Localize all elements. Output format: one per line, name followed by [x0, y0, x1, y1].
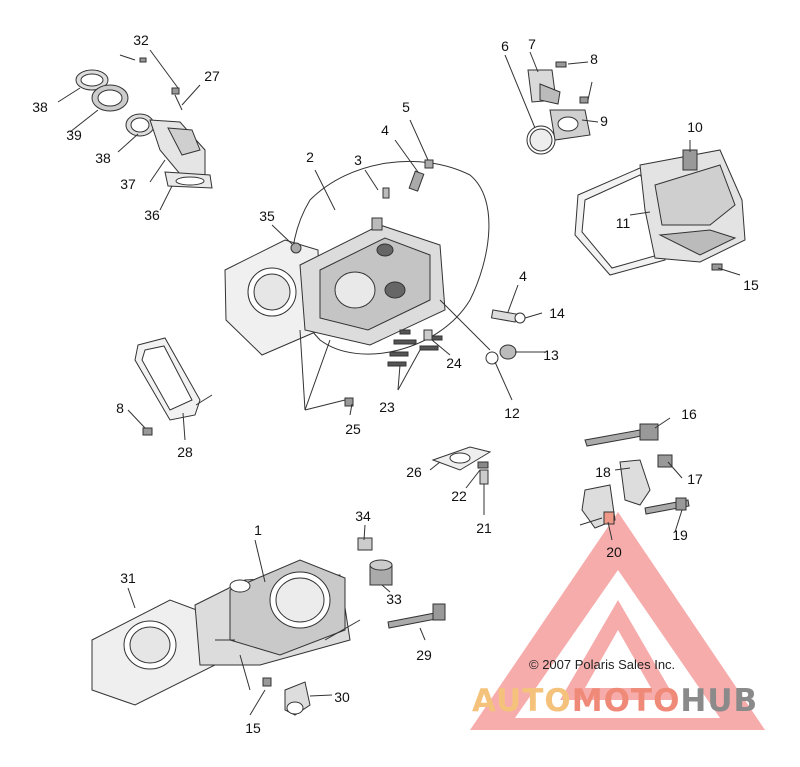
callout-35: 35	[259, 208, 275, 224]
exhaust-gasket-assembly	[429, 446, 492, 515]
callout-15: 15	[245, 720, 261, 736]
callout-27: 27	[204, 68, 220, 84]
callout-37: 37	[120, 176, 136, 192]
side-gasket-assembly	[127, 337, 213, 441]
cylinder-assembly	[91, 524, 446, 716]
callout-9: 9	[600, 113, 608, 129]
callout-39: 39	[66, 127, 82, 143]
callout-1: 1	[254, 522, 262, 538]
callout-8: 8	[116, 400, 124, 416]
watermark-hub: HUB	[680, 683, 759, 719]
cylinder-head-assembly	[224, 119, 545, 416]
callout-25: 25	[345, 421, 361, 437]
callout-38: 38	[32, 99, 48, 115]
callout-32: 32	[133, 32, 149, 48]
watermark-triangle-logo	[470, 512, 765, 730]
copyright-notice: © 2007 Polaris Sales Inc.	[529, 657, 676, 672]
callout-26: 26	[406, 464, 422, 480]
thermostat-housing-assembly	[504, 51, 599, 155]
intake-boot-assembly	[57, 49, 213, 211]
callout-4: 4	[381, 122, 389, 138]
callout-36: 36	[144, 207, 160, 223]
callout-3: 3	[354, 152, 362, 168]
callout-17: 17	[687, 471, 703, 487]
callout-31: 31	[120, 570, 136, 586]
callout-18: 18	[595, 464, 611, 480]
callout-6: 6	[501, 38, 509, 54]
callout-16: 16	[681, 406, 697, 422]
callout-29: 29	[416, 647, 432, 663]
callout-4: 4	[519, 268, 527, 284]
callout-14: 14	[549, 305, 565, 321]
callout-24: 24	[446, 355, 462, 371]
callout-8: 8	[590, 51, 598, 67]
watermark-wordmark: AUTOMOTOHUB	[472, 684, 758, 718]
callout-34: 34	[355, 508, 371, 524]
callout-33: 33	[386, 591, 402, 607]
callout-28: 28	[177, 444, 193, 460]
tensioner-assembly	[579, 417, 690, 541]
callout-15: 15	[743, 277, 759, 293]
callout-38: 38	[95, 150, 111, 166]
callout-20: 20	[606, 544, 622, 560]
callout-5: 5	[402, 99, 410, 115]
callout-13: 13	[543, 347, 559, 363]
callout-19: 19	[672, 527, 688, 543]
callout-21: 21	[476, 520, 492, 536]
callout-10: 10	[687, 119, 703, 135]
watermark-moto: MOTO	[571, 683, 681, 719]
callout-11: 11	[615, 215, 631, 231]
valve-cover-assembly	[574, 140, 746, 276]
watermark-auto: AUTO	[472, 683, 572, 719]
callout-7: 7	[528, 36, 536, 52]
callout-2: 2	[306, 149, 314, 165]
callout-12: 12	[504, 405, 520, 421]
callout-22: 22	[451, 488, 467, 504]
callout-23: 23	[379, 399, 395, 415]
callout-30: 30	[334, 689, 350, 705]
